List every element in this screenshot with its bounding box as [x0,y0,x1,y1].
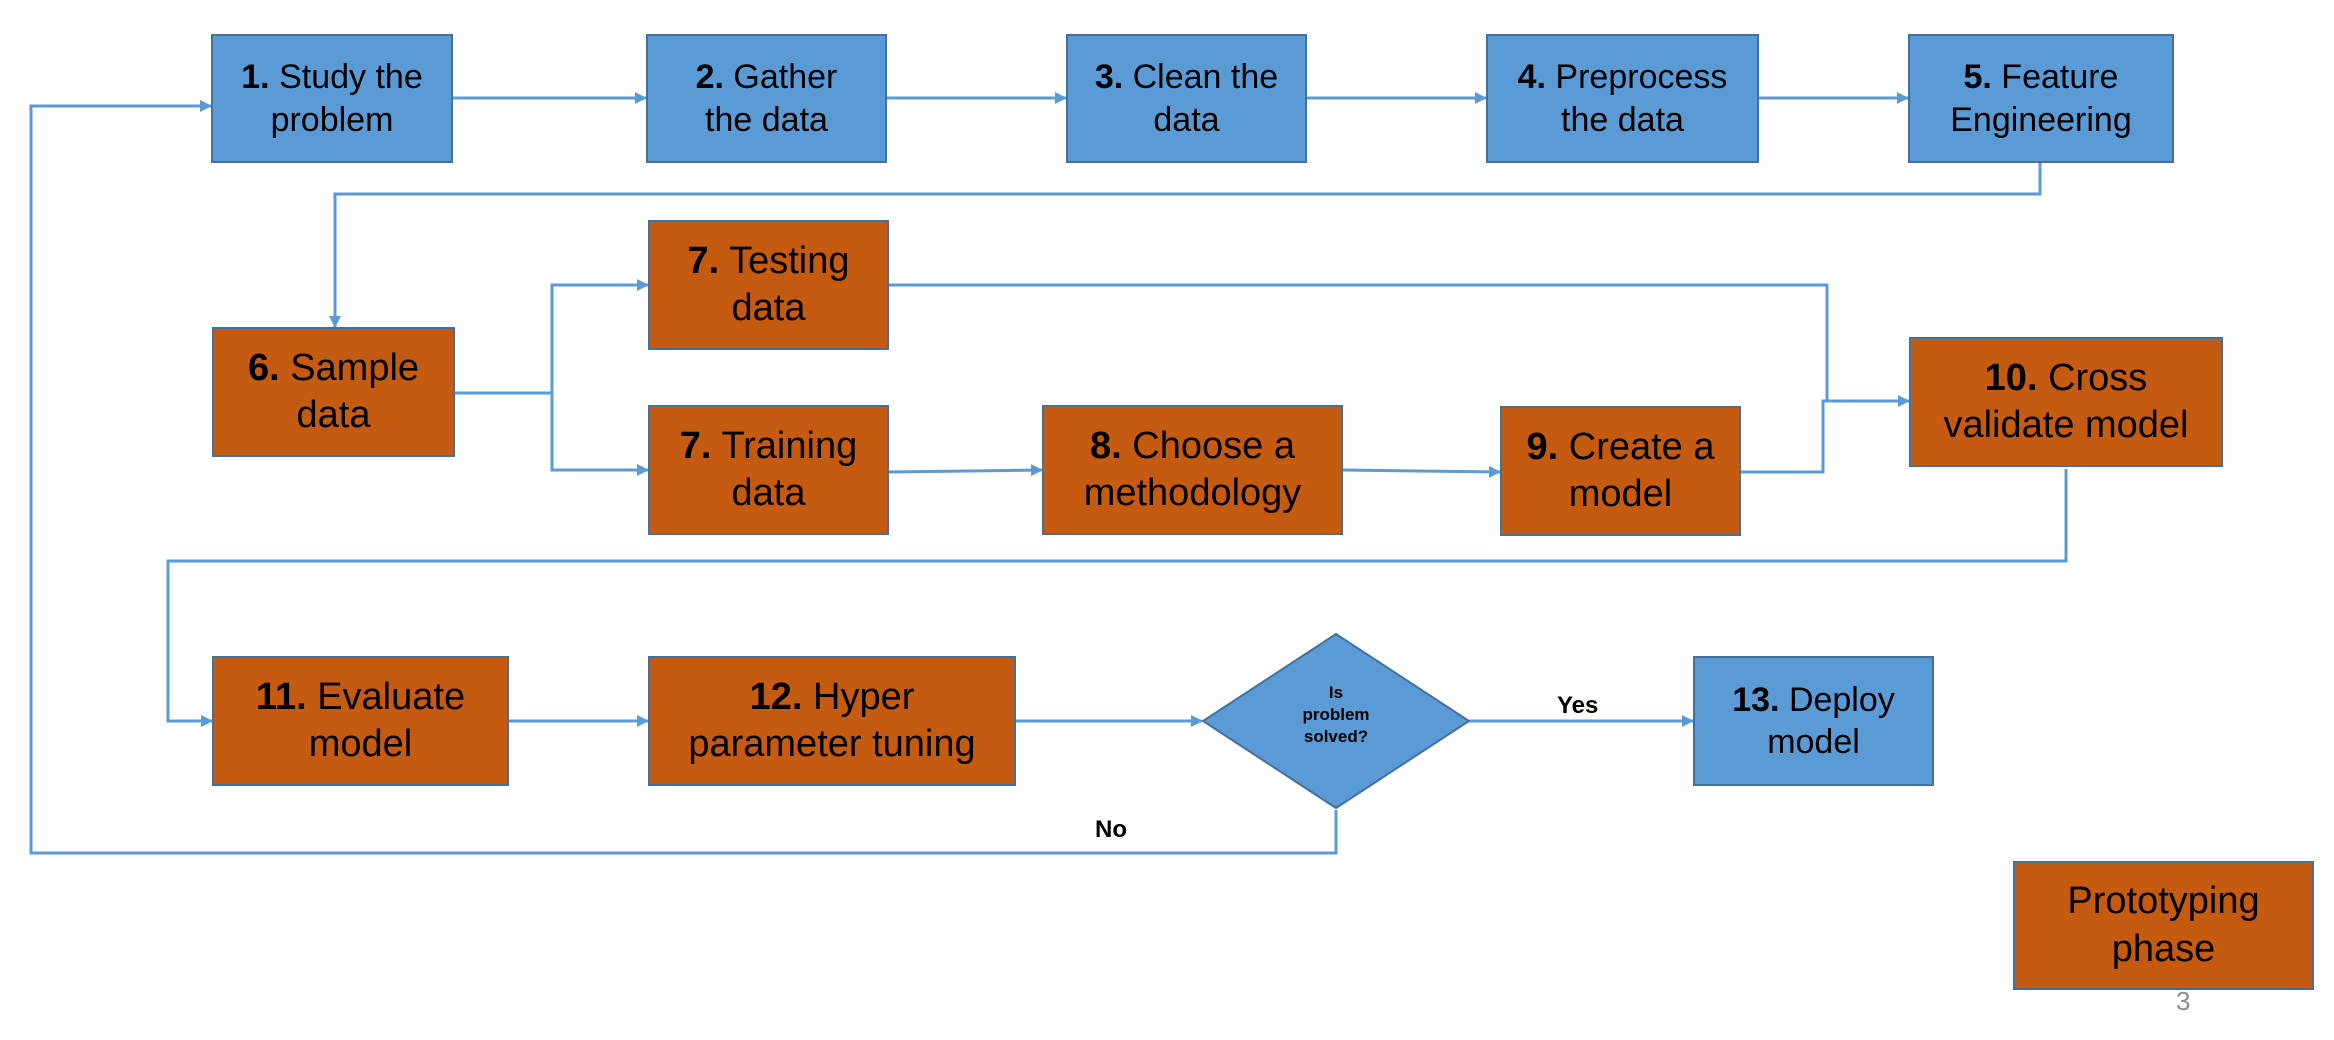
step-number: 4. [1517,58,1546,96]
legend-label: Prototyping [2067,880,2260,922]
step-1-study-problem: 1. Study the problem [211,34,453,163]
step-13-deploy-model: 13. Deploy model [1693,656,1934,786]
step-label: Engineering [1950,100,2132,139]
step-2-gather-data: 2. Gather the data [646,34,887,163]
step-label: the data [705,100,828,139]
step-label: Create a [1568,425,1715,468]
step-number: 12. [749,675,803,718]
step-label: Cross [2048,356,2148,399]
decision-label: Is problem solved? [1276,682,1396,748]
decision-line: solved? [1303,727,1369,747]
step-number: 13. [1732,680,1780,719]
step-label: data [731,472,806,514]
step-number: 5. [1963,58,1992,96]
step-4-preprocess-data: 4. Preprocess the data [1486,34,1759,163]
step-label: Evaluate [317,675,466,718]
step-number: 10. [1984,356,2038,399]
step-7-training-data: 7. Training data [648,405,889,535]
step-label: Deploy [1788,680,1895,719]
arrow-10-to-11 [166,469,2068,727]
arrow-6-to-7-training [550,393,649,476]
step-6-sample-data: 6. Sample data [212,327,455,457]
step-label: model [308,723,413,765]
step-label: parameter tuning [688,723,976,765]
step-label: data [296,394,371,436]
step-label: Feature [2001,58,2119,96]
legend-prototyping-phase: Prototyping phase [2013,861,2314,990]
step-number: 2. [695,58,724,96]
step-label: the data [1561,100,1684,139]
step-number: 9. [1526,425,1559,468]
step-label: Preprocess [1555,58,1728,96]
step-label: Sample [290,346,420,389]
step-label: Clean the [1132,58,1279,96]
step-label: Gather [733,58,838,96]
step-number: 7. [687,239,720,282]
arrow-no-to-1 [29,100,1338,855]
step-12-hyper-parameter-tuning: 12. Hyper parameter tuning [648,656,1016,786]
step-9-create-model: 9. Create a model [1500,406,1741,536]
edge-label-yes: Yes [1557,692,1599,719]
step-label: Hyper [813,675,915,718]
step-11-evaluate-model: 11. Evaluate model [212,656,509,786]
decision-diamond [1201,632,1471,810]
step-7-testing-data: 7. Testing data [648,220,889,350]
step-3-clean-data: 3. Clean the data [1066,34,1307,163]
edge-label-no: No [1095,816,1127,843]
step-8-choose-methodology: 8. Choose a methodology [1042,405,1343,535]
step-number: 3. [1094,58,1124,96]
step-label: model [1568,473,1673,515]
step-number: 11. [255,675,307,718]
step-number: 1. [241,58,270,96]
legend-label: phase [2111,927,2216,970]
arrow-7-testing-to-10 [889,283,1829,401]
step-label: problem [270,100,394,139]
step-label: methodology [1083,472,1302,514]
step-label: Training [721,424,858,467]
step-label: Study the [279,58,423,96]
arrow-7-to-8 [888,464,1043,477]
step-number: 6. [247,346,280,389]
step-label: model [1767,723,1860,761]
arrow-8-to-9 [1342,465,1501,478]
step-number: 7. [679,424,712,467]
decision-line: problem [1302,705,1370,725]
decision-line: Is [1328,683,1344,702]
step-label: data [1153,100,1220,139]
step-number: 8. [1090,424,1122,467]
step-label: data [731,287,806,329]
arrow-9-to-10 [1741,395,1910,474]
step-label: Choose a [1132,424,1295,467]
step-label: Testing [729,239,850,282]
step-10-cross-validate-model: 10. Cross validate model [1909,337,2223,467]
arrow-6-to-7-testing [455,279,649,395]
step-label: validate model [1943,404,2189,446]
page-number: 3 [2176,986,2191,1016]
arrow-5-to-6 [329,163,2042,328]
